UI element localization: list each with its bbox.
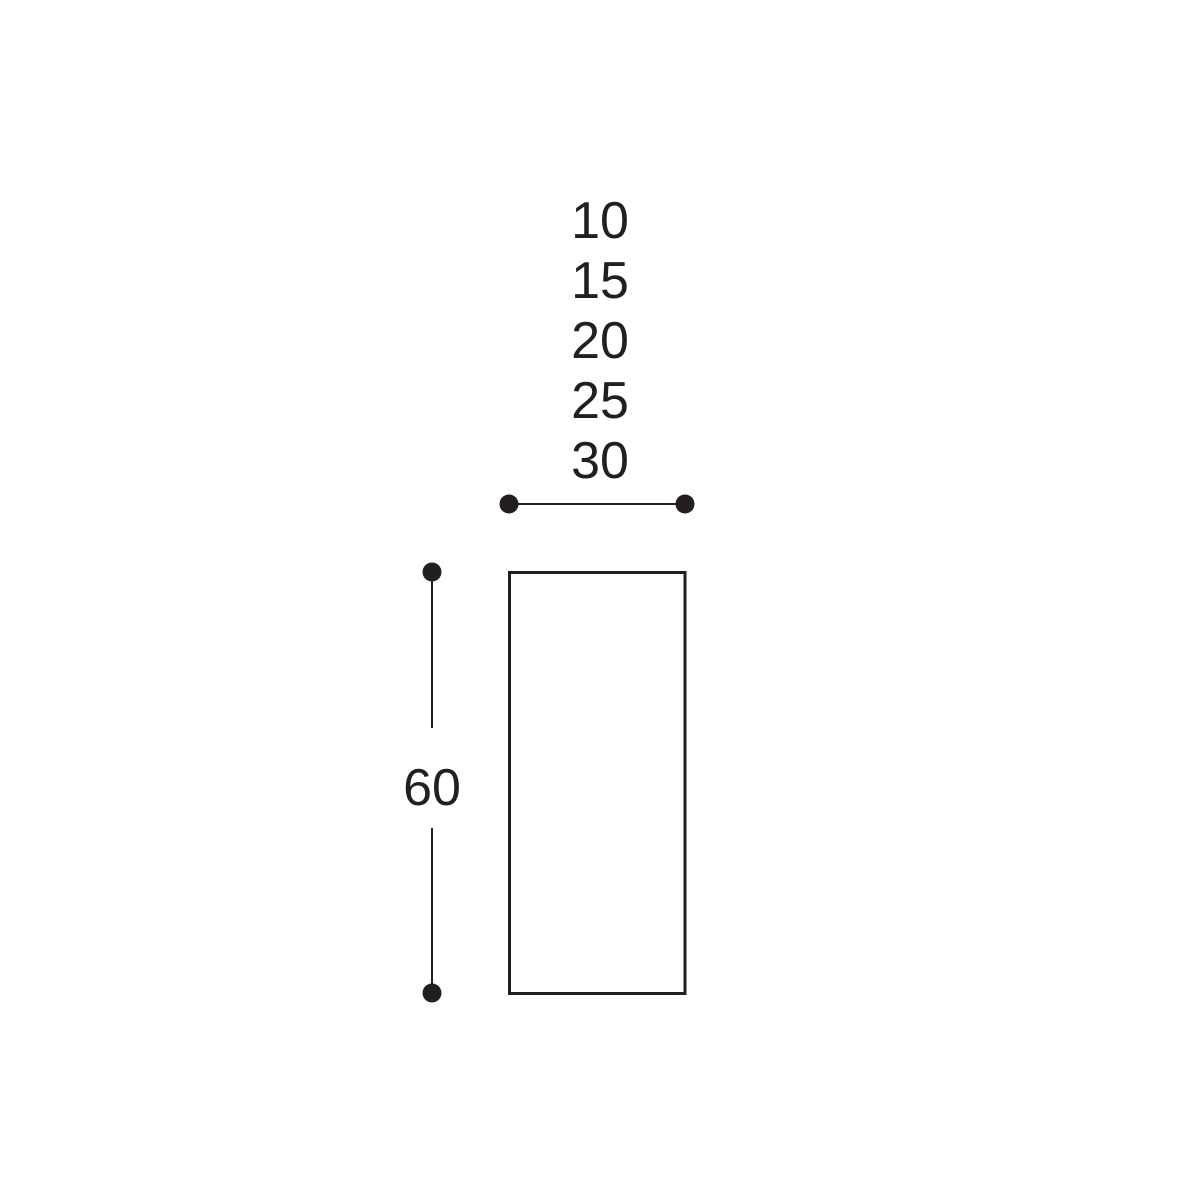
- width-options-list: 10 15 20 25 30: [571, 192, 629, 490]
- height-dimension: 60: [403, 562, 461, 1003]
- width-option-3: 20: [571, 312, 629, 370]
- width-option-2: 15: [571, 252, 629, 310]
- width-option-4: 25: [571, 372, 629, 430]
- panel-outline: [508, 571, 687, 995]
- width-dimension: [499, 494, 695, 514]
- height-label: 60: [403, 759, 461, 817]
- height-endpoint-top-icon: [422, 562, 442, 582]
- width-option-5: 30: [571, 432, 629, 490]
- width-option-1: 10: [571, 192, 629, 250]
- width-endpoint-left-icon: [499, 494, 519, 514]
- height-endpoint-bottom-icon: [422, 983, 442, 1003]
- width-endpoint-right-icon: [675, 494, 695, 514]
